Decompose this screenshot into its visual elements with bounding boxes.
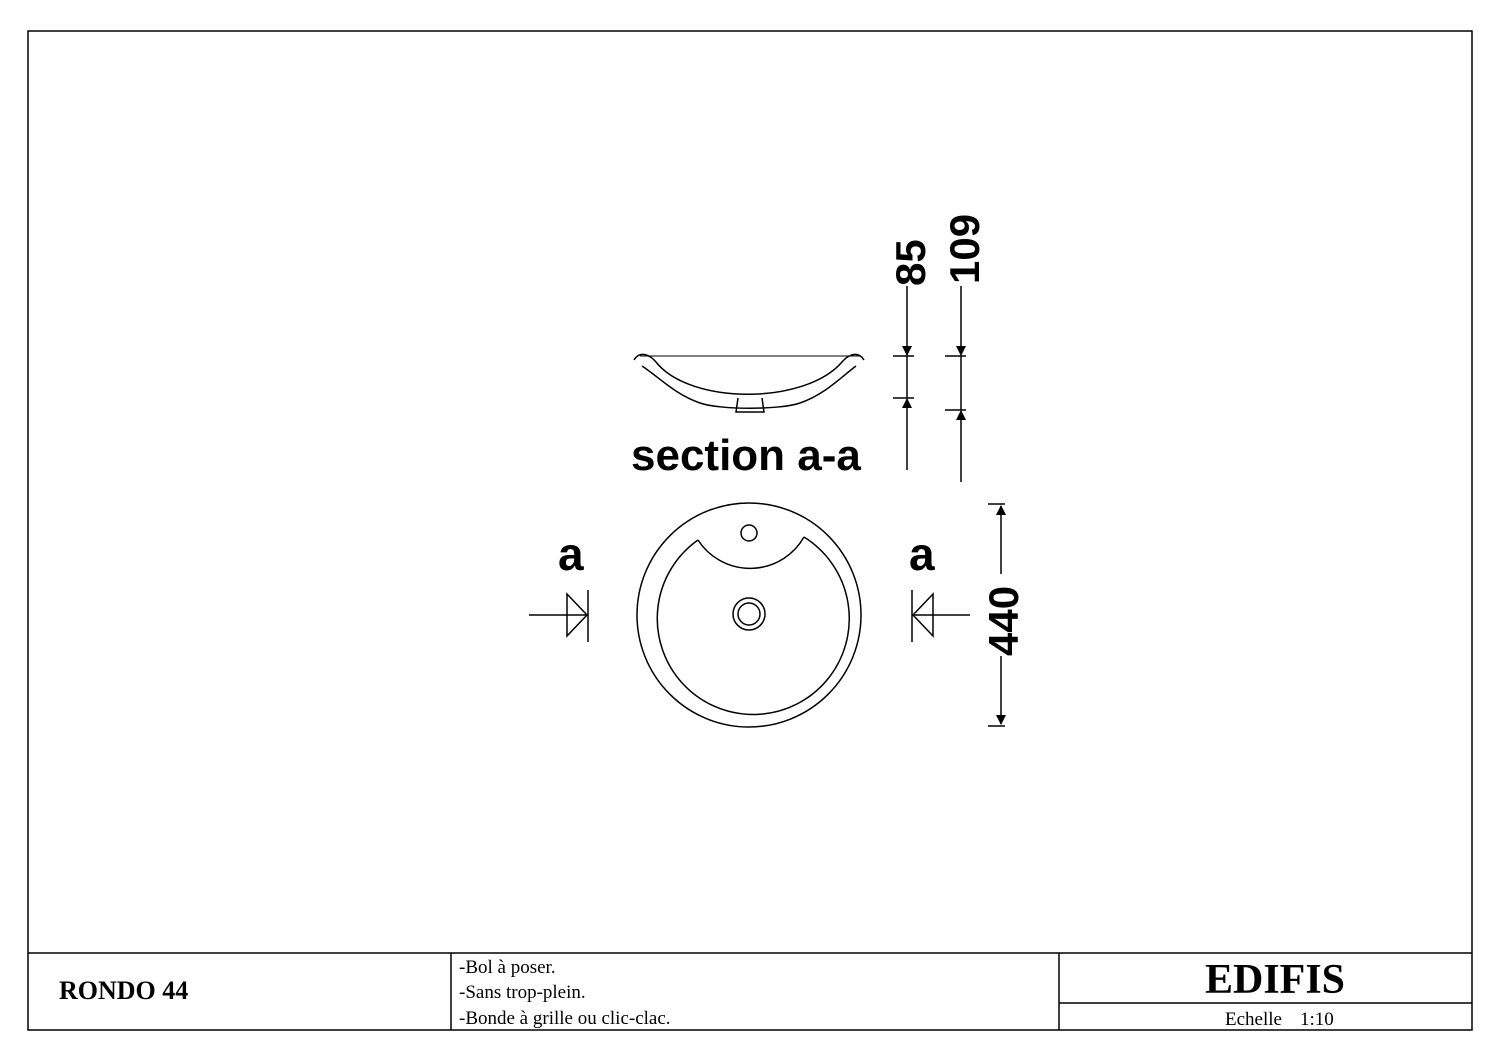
dimension-85 <box>893 286 914 470</box>
note-1: -Bol à poser. <box>459 957 556 978</box>
plan-view <box>636 502 862 728</box>
section-marker-right <box>911 590 970 642</box>
section-marker-left-label: a <box>558 528 584 580</box>
section-view <box>633 353 865 413</box>
model-name: RONDO 44 <box>59 976 188 1005</box>
title-block <box>28 952 1472 1030</box>
dimension-440 <box>988 503 1006 727</box>
dimension-85-label: 85 <box>887 239 934 286</box>
section-marker-left <box>529 590 589 642</box>
note-3: -Bonde à grille ou clic-clac. <box>459 1008 671 1029</box>
drawing-frame <box>27 30 1473 1031</box>
dimension-440-label: 440 <box>980 586 1027 656</box>
dimension-109-label: 109 <box>941 214 988 284</box>
section-label: section a-a <box>631 431 861 480</box>
section-marker-right-label: a <box>909 528 935 580</box>
scale-value: 1:10 <box>1300 1009 1334 1030</box>
note-2: -Sans trop-plein. <box>459 982 586 1003</box>
scale-label: Echelle <box>1225 1009 1282 1030</box>
dimension-109 <box>945 286 966 482</box>
brand-logo: EDIFIS <box>1205 957 1345 1003</box>
